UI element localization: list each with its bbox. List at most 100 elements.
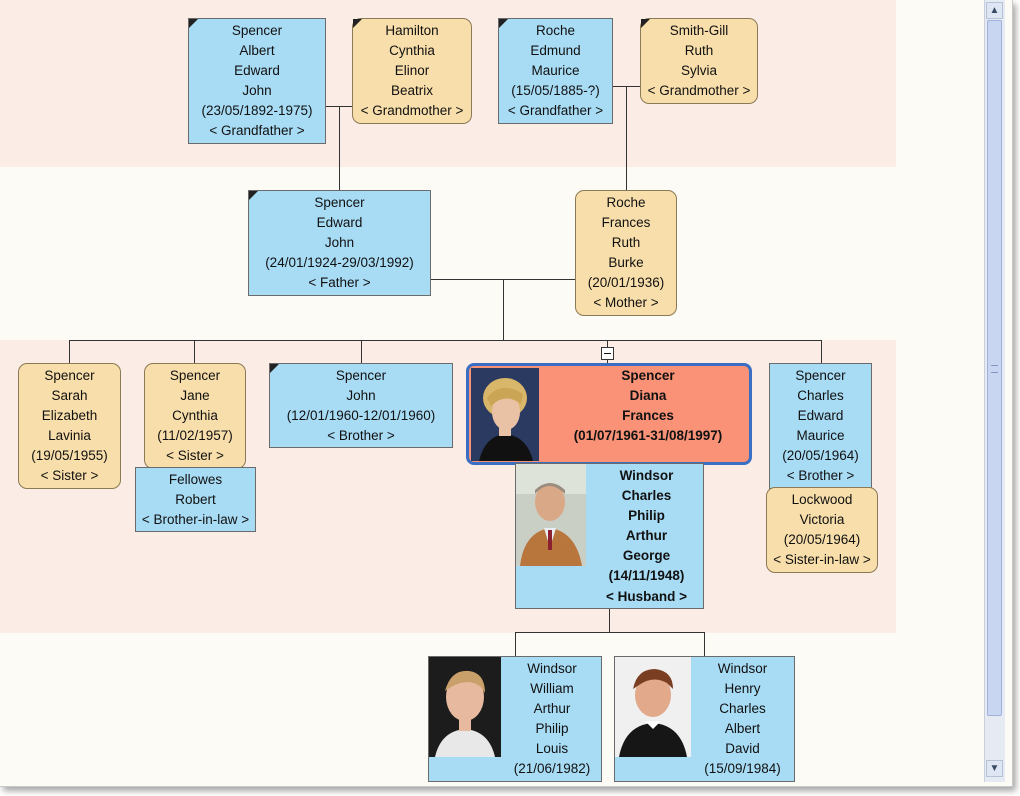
person-line: Fellowes bbox=[168, 472, 223, 487]
grip-icon bbox=[991, 365, 998, 373]
person-line: Frances bbox=[622, 408, 674, 423]
person-line: (20/05/1964) bbox=[783, 532, 861, 547]
connector bbox=[339, 106, 340, 190]
relationship-label: < Brother > bbox=[327, 428, 395, 443]
person-card-spencer-albert[interactable]: Spencer Albert Edward John (23/05/1892-1… bbox=[188, 18, 326, 144]
person-line: Maurice bbox=[531, 63, 580, 78]
person-line: Arthur bbox=[533, 701, 571, 716]
arrow-up-icon[interactable]: ▲ bbox=[986, 2, 1003, 19]
person-line: Roche bbox=[606, 195, 646, 210]
person-line: (15/09/1984) bbox=[704, 761, 781, 776]
person-line: Lavinia bbox=[48, 428, 91, 443]
person-line: Spencer bbox=[169, 368, 221, 383]
person-line: Charles bbox=[621, 488, 672, 503]
person-line: John bbox=[324, 235, 355, 250]
portrait-photo bbox=[429, 657, 501, 757]
person-card-smith-gill-ruth[interactable]: Smith-Gill Ruth Sylvia < Grandmother > bbox=[640, 18, 758, 104]
person-line: Smith-Gill bbox=[669, 23, 729, 38]
person-line: Spencer bbox=[621, 368, 675, 383]
person-line: John bbox=[346, 388, 376, 403]
person-line: John bbox=[242, 83, 272, 98]
tag-corner-icon bbox=[249, 191, 258, 200]
person-line: Henry bbox=[724, 681, 761, 696]
person-card-fellowes-robert[interactable]: Fellowes Robert < Brother-in-law > bbox=[135, 467, 256, 532]
person-line: Frances bbox=[601, 215, 651, 230]
relationship-label: < Sister > bbox=[166, 448, 224, 463]
person-line: Windsor bbox=[619, 468, 674, 483]
person-line: Edward bbox=[316, 215, 363, 230]
person-line: (23/05/1892-1975) bbox=[201, 103, 313, 118]
person-line: George bbox=[622, 548, 671, 563]
person-line: Louis bbox=[535, 741, 569, 756]
person-line: Ruth bbox=[611, 235, 641, 250]
person-card-hamilton-cynthia[interactable]: Hamilton Cynthia Elinor Beatrix < Grandm… bbox=[352, 18, 472, 124]
connector bbox=[821, 340, 822, 363]
person-line: Charles bbox=[797, 388, 844, 403]
person-line: Beatrix bbox=[390, 83, 434, 98]
tag-corner-icon bbox=[353, 19, 362, 28]
person-line: Burke bbox=[608, 255, 644, 270]
person-line: Hamilton bbox=[385, 23, 439, 38]
person-card-spencer-diana-selected[interactable]: Spencer Diana Frances (01/07/1961-31/08/… bbox=[466, 363, 752, 465]
person-card-spencer-charles-brother[interactable]: Spencer Charles Edward Maurice (20/05/19… bbox=[769, 363, 872, 489]
person-line: Edward bbox=[234, 63, 280, 78]
person-card-roche-edmund[interactable]: Roche Edmund Maurice (15/05/1885-?) < Gr… bbox=[498, 18, 613, 124]
person-line: Spencer bbox=[335, 368, 387, 383]
relationship-label: < Mother > bbox=[593, 295, 659, 310]
person-line: (20/01/1936) bbox=[587, 275, 665, 290]
person-line: Windsor bbox=[717, 661, 768, 676]
connector bbox=[69, 340, 70, 363]
vertical-scrollbar[interactable]: ▲ ▼ bbox=[984, 0, 1005, 782]
tag-corner-icon bbox=[641, 19, 650, 28]
person-line: Spencer bbox=[231, 23, 283, 38]
person-line: Albert bbox=[239, 43, 275, 58]
connector bbox=[626, 86, 627, 190]
arrow-down-icon[interactable]: ▼ bbox=[986, 760, 1003, 777]
person-card-roche-frances-mother[interactable]: Roche Frances Ruth Burke (20/01/1936) < … bbox=[575, 190, 677, 316]
person-line: David bbox=[725, 741, 760, 756]
connector bbox=[326, 106, 354, 107]
relationship-label: < Grandfather > bbox=[209, 123, 305, 138]
person-line: Cynthia bbox=[389, 43, 435, 58]
person-card-spencer-john[interactable]: Spencer John (12/01/1960-12/01/1960) < B… bbox=[269, 363, 453, 448]
tag-corner-icon bbox=[270, 364, 279, 373]
person-card-spencer-jane[interactable]: Spencer Jane Cynthia (11/02/1957) < Sist… bbox=[144, 363, 246, 469]
connector bbox=[194, 340, 195, 363]
person-line: Edmund bbox=[530, 43, 581, 58]
person-line: (14/11/1948) bbox=[608, 568, 685, 583]
relationship-label: < Husband > bbox=[605, 589, 688, 604]
person-card-windsor-henry[interactable]: Windsor Henry Charles Albert David (15/0… bbox=[614, 656, 795, 782]
person-line: Roche bbox=[535, 23, 576, 38]
person-line: (15/05/1885-?) bbox=[511, 83, 600, 98]
connector bbox=[704, 632, 705, 656]
portrait-photo bbox=[471, 368, 539, 461]
person-line: Elinor bbox=[394, 63, 430, 78]
scrollbar-thumb[interactable] bbox=[987, 20, 1002, 716]
person-card-spencer-sarah[interactable]: Spencer Sarah Elizabeth Lavinia (19/05/1… bbox=[18, 363, 121, 489]
portrait-photo bbox=[516, 464, 586, 566]
relationship-label: < Grandfather > bbox=[507, 103, 604, 118]
person-card-windsor-charles-husband[interactable]: Windsor Charles Philip Arthur George (14… bbox=[515, 463, 704, 609]
person-line: William bbox=[530, 681, 574, 696]
person-line: Edward bbox=[797, 408, 844, 423]
collapse-toggle-icon[interactable] bbox=[601, 347, 614, 360]
connector bbox=[609, 608, 610, 632]
tag-corner-icon bbox=[189, 19, 198, 28]
person-line: (11/02/1957) bbox=[157, 428, 233, 443]
person-line: Spencer bbox=[795, 368, 846, 383]
person-line: Maurice bbox=[796, 428, 845, 443]
person-line: (19/05/1955) bbox=[31, 448, 108, 463]
person-card-spencer-edward-father[interactable]: Spencer Edward John (24/01/1924-29/03/19… bbox=[248, 190, 431, 296]
person-line: Philip bbox=[628, 508, 665, 523]
person-card-windsor-william[interactable]: Windsor William Arthur Philip Louis (21/… bbox=[428, 656, 602, 782]
person-line: Spencer bbox=[44, 368, 95, 383]
person-line: Arthur bbox=[625, 528, 668, 543]
person-line: (12/01/1960-12/01/1960) bbox=[286, 408, 436, 423]
portrait-photo bbox=[615, 657, 691, 757]
relationship-label: < Sister-in-law > bbox=[773, 552, 871, 567]
person-card-lockwood-victoria[interactable]: Lockwood Victoria (20/05/1964) < Sister-… bbox=[766, 487, 878, 573]
person-line: Victoria bbox=[799, 512, 845, 527]
person-line: Lockwood bbox=[791, 492, 853, 507]
person-line: Cynthia bbox=[172, 408, 218, 423]
